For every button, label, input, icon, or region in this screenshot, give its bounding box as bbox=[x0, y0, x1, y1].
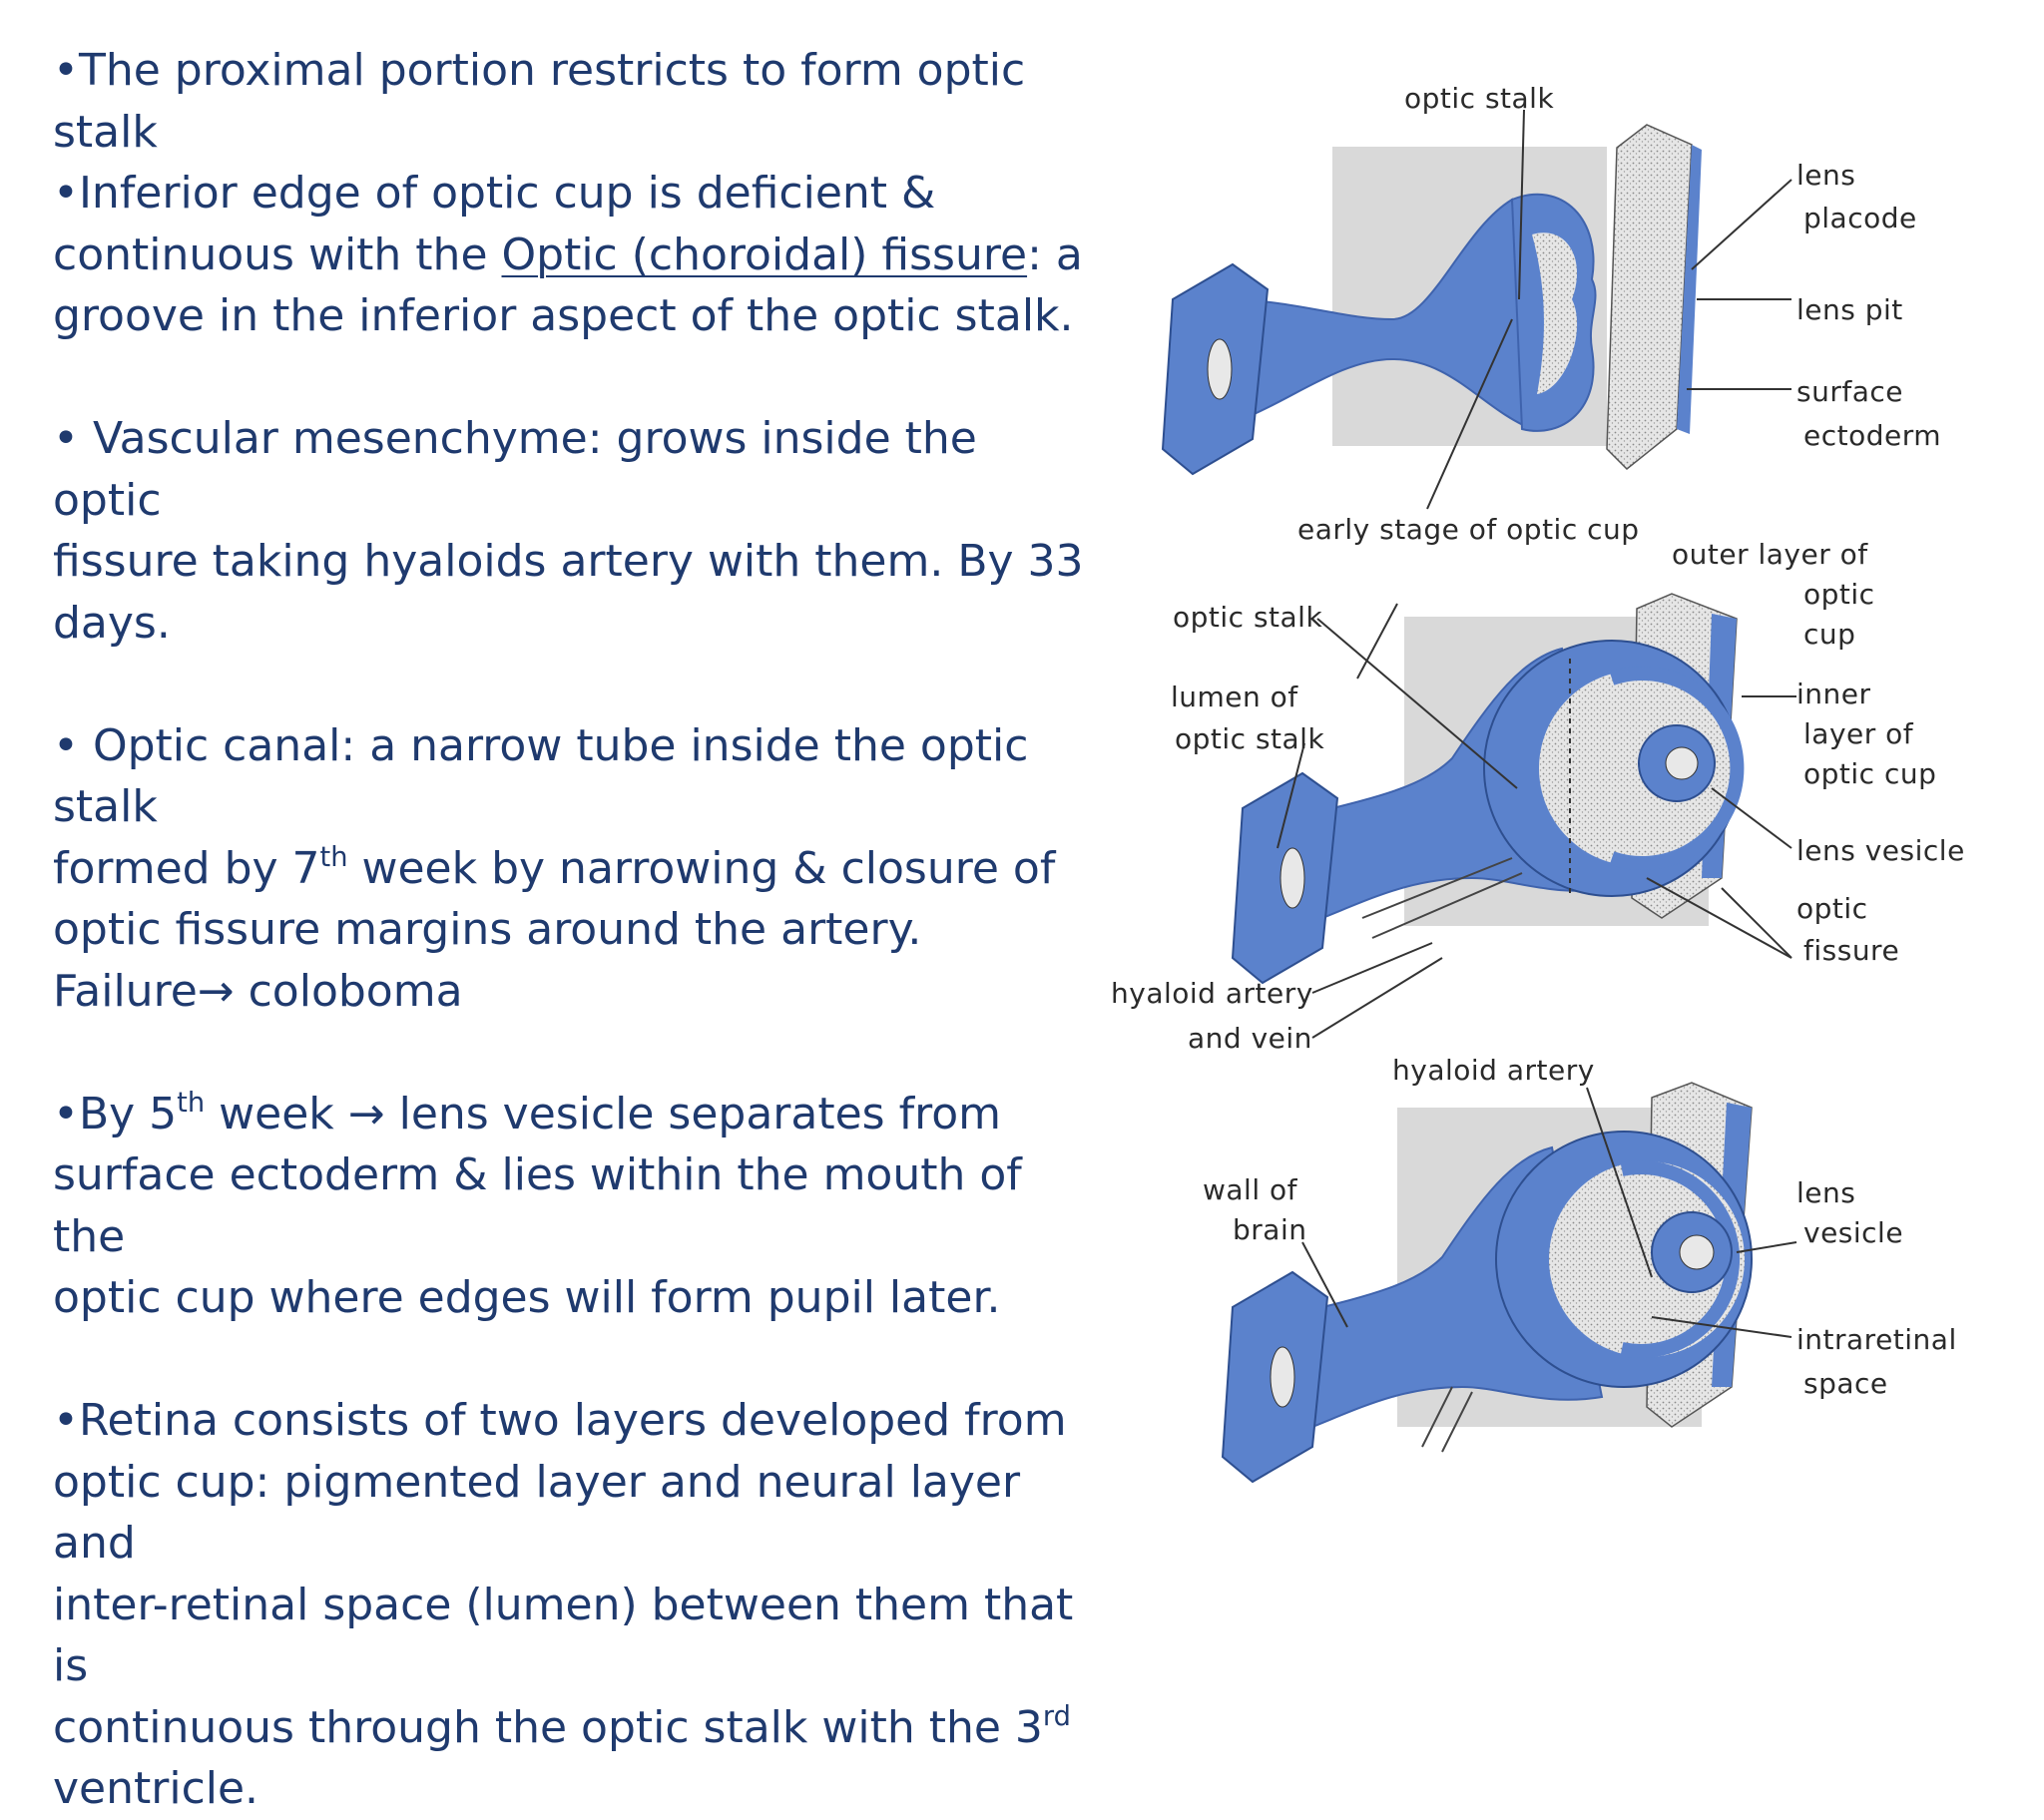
optic-cup-inner-layer bbox=[1609, 667, 1745, 870]
diagram-optic-cup-fissure: optic stalk lumen of optic stalk outer l… bbox=[1111, 538, 1965, 1055]
bullet-optic-canal-line1: • Optic canal: a narrow tube inside the … bbox=[53, 719, 1029, 833]
text-fragment: •By 5 bbox=[53, 1088, 178, 1139]
bullet-vascular-line1: • Vascular mesenchyme: grows inside the … bbox=[53, 413, 977, 526]
label-layer-of: layer of bbox=[1803, 717, 1914, 750]
superscript: rd bbox=[1042, 1700, 1071, 1732]
bullet-inferior-edge-line1: •Inferior edge of optic cup is deficient… bbox=[53, 168, 936, 219]
diagram-late-optic-cup: hyaloid artery wall of brain lens vesicl… bbox=[1203, 1054, 1957, 1484]
label-and-vein: and vein bbox=[1188, 1022, 1312, 1055]
text-fragment: : a bbox=[1027, 228, 1083, 280]
label-outer-layer-of: outer layer of bbox=[1672, 538, 1868, 571]
label-wall-of: wall of bbox=[1203, 1173, 1298, 1206]
bullet-inferior-edge-line2: continuous with the Optic (choroidal) fi… bbox=[53, 225, 1091, 286]
bullet-vascular-line2: fissure taking hyaloids artery with them… bbox=[53, 536, 1084, 587]
text-fragment: continuous with the bbox=[53, 228, 502, 280]
bullet-optic-stalk: •The proximal portion restricts to form … bbox=[53, 45, 1026, 158]
bullet-retina-line3: inter-retinal space (lumen) between them… bbox=[53, 1579, 1074, 1692]
superscript: th bbox=[319, 841, 348, 873]
diagram-early-optic-cup: optic stalk lens placode lens pit surfac… bbox=[1161, 82, 1941, 546]
stalk-lumen-opening bbox=[1279, 847, 1305, 909]
label-hyaloid-artery-mid: hyaloid artery bbox=[1111, 977, 1313, 1010]
label-optic-outer: optic bbox=[1803, 578, 1875, 611]
label-brain: brain bbox=[1233, 1213, 1306, 1246]
bullet-lens-vesicle-line3: optic cup where edges will form pupil la… bbox=[53, 1272, 1001, 1323]
bullet-text-column: •The proximal portion restricts to form … bbox=[53, 40, 1091, 1820]
bullet-retina-line5: ventricle. bbox=[53, 1763, 259, 1814]
label-optic-fissure-1: optic bbox=[1796, 892, 1868, 925]
bullet-optic-canal-line2: formed by 7th week by narrowing & closur… bbox=[53, 838, 1091, 900]
bullet-retina-line4: continuous through the optic stalk with … bbox=[53, 1697, 1091, 1759]
bullet-lens-vesicle-line1: •By 5th week → lens vesicle separates fr… bbox=[53, 1084, 1091, 1145]
intraretinal-space-shape bbox=[1549, 1161, 1745, 1357]
label-surface: surface bbox=[1796, 375, 1903, 408]
optic-fissure-term: Optic (choroidal) fissure bbox=[501, 228, 1028, 280]
hyaloid-vessels bbox=[1361, 857, 1523, 939]
lens-placode-shape bbox=[1532, 232, 1578, 394]
label-placode: placode bbox=[1803, 202, 1917, 234]
bullet-retina-line1: •Retina consists of two layers developed… bbox=[53, 1395, 1067, 1446]
label-optic-stalk-lumen: optic stalk bbox=[1175, 722, 1324, 755]
label-optic-stalk-top: optic stalk bbox=[1404, 82, 1554, 115]
text-fragment: week → lens vesicle separates from bbox=[205, 1088, 1001, 1139]
stalk-lumen-opening bbox=[1270, 1346, 1295, 1408]
label-lens-vesicle-mid: lens vesicle bbox=[1796, 834, 1965, 867]
caption-early-stage: early stage of optic cup bbox=[1297, 513, 1640, 546]
label-vesicle-bottom: vesicle bbox=[1803, 1216, 1903, 1249]
intraretinal-space-shape bbox=[1539, 671, 1735, 866]
lens-vesicle-cavity bbox=[1679, 1234, 1715, 1270]
label-lens-pit: lens pit bbox=[1796, 293, 1903, 326]
label-optic-stalk-mid: optic stalk bbox=[1173, 601, 1322, 634]
optic-cup-diagram: optic stalk lens placode lens pit surfac… bbox=[1111, 82, 1965, 1484]
bullet-optic-canal-line3: optic fissure margins around the artery. bbox=[53, 904, 922, 955]
bullet-inferior-edge-line3: groove in the inferior aspect of the opt… bbox=[53, 290, 1074, 341]
label-ectoderm: ectoderm bbox=[1803, 419, 1941, 452]
stalk-lumen-opening bbox=[1207, 338, 1233, 400]
label-space: space bbox=[1803, 1367, 1888, 1400]
label-hyaloid-artery-bottom: hyaloid artery bbox=[1392, 1054, 1595, 1087]
label-optic-cup: optic cup bbox=[1803, 757, 1936, 790]
bullet-retina-line2: optic cup: pigmented layer and neural la… bbox=[53, 1456, 1021, 1570]
bullet-vascular-line3: days. bbox=[53, 597, 171, 649]
hyaloid-vessels bbox=[1421, 1386, 1473, 1453]
text-fragment: formed by 7 bbox=[53, 842, 320, 894]
ectoderm-edge bbox=[1677, 145, 1702, 434]
lens-vesicle-cavity bbox=[1665, 746, 1699, 780]
superscript: th bbox=[177, 1087, 206, 1119]
bullet-lens-vesicle-line2: surface ectoderm & lies within the mouth… bbox=[53, 1149, 1022, 1262]
label-inner: inner bbox=[1796, 678, 1871, 710]
label-lumen-of: lumen of bbox=[1171, 681, 1298, 713]
bullet-optic-canal-line4: Failure→ coloboma bbox=[53, 965, 463, 1017]
optic-cup-inner-layer bbox=[1620, 1160, 1740, 1358]
label-optic-fissure-2: fissure bbox=[1803, 934, 1899, 967]
label-lens-bottom: lens bbox=[1796, 1176, 1855, 1209]
text-fragment: continuous through the optic stalk with … bbox=[53, 1701, 1043, 1753]
label-intraretinal: intraretinal bbox=[1796, 1323, 1957, 1356]
slide: •The proximal portion restricts to form … bbox=[53, 45, 1965, 1814]
text-fragment: week by narrowing & closure of bbox=[347, 842, 1056, 894]
label-cup-outer: cup bbox=[1803, 618, 1855, 651]
label-lens-top: lens bbox=[1796, 159, 1855, 192]
